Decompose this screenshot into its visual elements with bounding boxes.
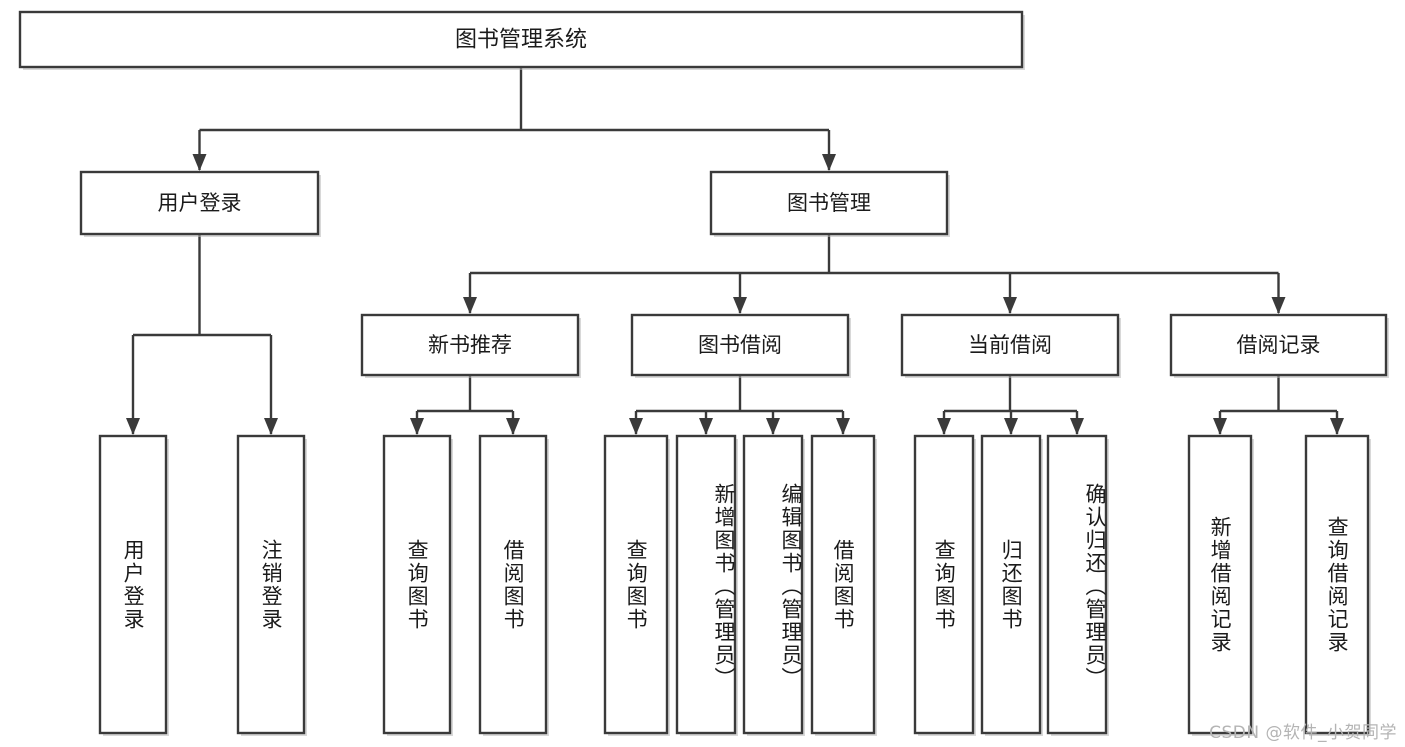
node-level2-2-label: 图书管理 xyxy=(787,191,871,215)
arrow-head-icon xyxy=(1003,297,1017,314)
connector-layer xyxy=(126,67,1344,435)
node-level2-1-label: 用户登录 xyxy=(158,191,242,215)
node-leaf-2[interactable] xyxy=(236,434,306,735)
node-leaf-12[interactable] xyxy=(1187,434,1253,735)
arrow-head-icon xyxy=(264,418,278,435)
node-leaf-10[interactable] xyxy=(980,434,1042,735)
arrow-head-icon xyxy=(836,418,850,435)
node-level2-1[interactable] xyxy=(79,170,320,236)
node-level3-1-label: 新书推荐 xyxy=(428,333,512,357)
node-leaf-5[interactable] xyxy=(603,434,669,735)
node-level3-3[interactable] xyxy=(900,313,1120,377)
node-leaf-9[interactable] xyxy=(913,434,975,735)
arrow-head-icon xyxy=(733,297,747,314)
node-level3-3-label: 当前借阅 xyxy=(968,333,1052,357)
arrow-head-icon xyxy=(192,154,207,171)
arrow-head-icon xyxy=(937,418,951,435)
arrow-head-icon xyxy=(1004,418,1018,435)
arrow-head-icon xyxy=(1213,418,1227,435)
arrow-head-icon xyxy=(1330,418,1344,435)
arrow-head-icon xyxy=(463,297,477,314)
node-level3-2[interactable] xyxy=(630,313,850,377)
node-leaf-6[interactable] xyxy=(675,434,737,735)
node-leaf-13[interactable] xyxy=(1304,434,1370,735)
node-leaf-7[interactable] xyxy=(742,434,804,735)
arrow-head-icon xyxy=(1271,297,1286,314)
node-level2-2[interactable] xyxy=(709,170,949,236)
node-leaf-1[interactable] xyxy=(98,434,168,735)
node-leaf-3[interactable] xyxy=(382,434,452,735)
node-leaf-4[interactable] xyxy=(478,434,548,735)
watermark-text: CSDN @软件_小贺同学 xyxy=(1209,723,1397,743)
node-leaf-8[interactable] xyxy=(810,434,876,735)
arrow-head-icon xyxy=(126,418,140,435)
arrow-head-icon xyxy=(822,154,836,171)
node-level3-4[interactable] xyxy=(1169,313,1388,377)
arrow-head-icon xyxy=(506,418,520,435)
node-leaf-11[interactable] xyxy=(1046,434,1108,735)
arrow-head-icon xyxy=(410,418,424,435)
node-root-label: 图书管理系统 xyxy=(455,28,587,53)
node-level3-1[interactable] xyxy=(360,313,580,377)
node-root[interactable] xyxy=(18,10,1024,69)
arrow-head-icon xyxy=(629,418,643,435)
arrow-head-icon xyxy=(699,418,713,435)
node-level3-2-label: 图书借阅 xyxy=(698,333,782,357)
arrow-head-icon xyxy=(1070,418,1084,435)
node-level3-4-label: 借阅记录 xyxy=(1237,333,1321,357)
arrow-head-icon xyxy=(766,418,780,435)
